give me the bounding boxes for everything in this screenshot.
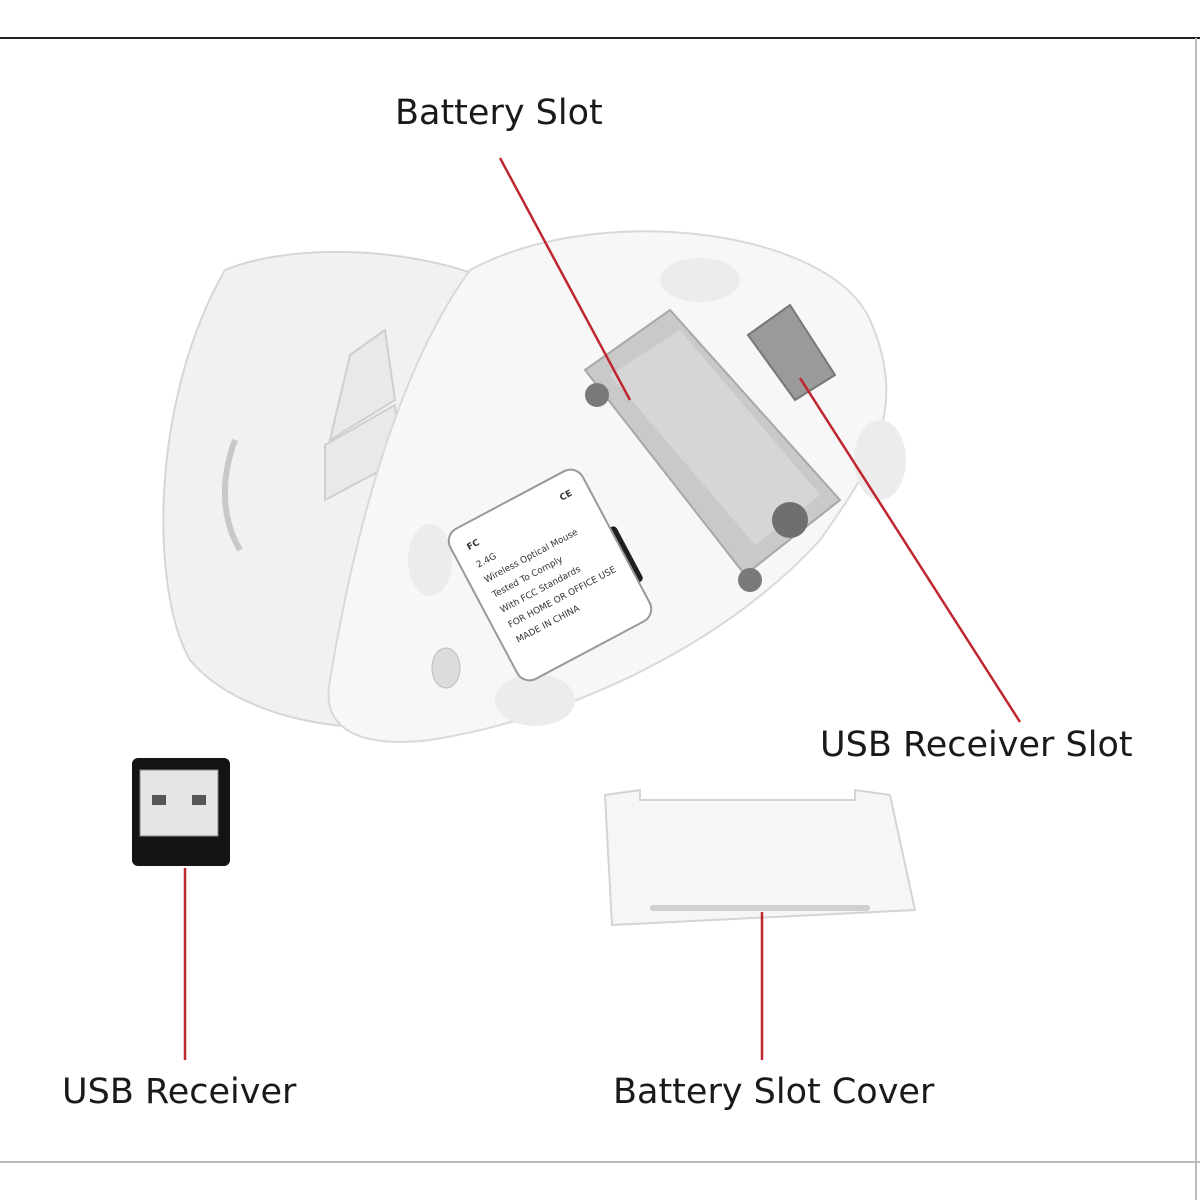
mouse-bottom-view: FC CE 2.4G Wireless Optical Mouse Tested…: [162, 230, 906, 743]
battery-spring-contact: [772, 502, 808, 538]
leader-battery-slot: [498, 157, 632, 401]
usb-receiver-illustration: [132, 758, 230, 866]
receiver-pin-left: [152, 795, 166, 805]
battery-contact-bottom: [738, 568, 762, 592]
battery-cover-illustration: [603, 788, 917, 927]
battery-contact-top: [585, 383, 609, 407]
battery-bay-inner: [610, 330, 820, 545]
callout-battery-slot: Battery Slot: [395, 93, 603, 133]
callout-battery-slot-cover: Battery Slot Cover: [613, 1072, 935, 1112]
receiver-pin-right: [192, 795, 206, 805]
foot-pad-bottom: [495, 674, 575, 726]
compliance-sticker: FC CE 2.4G Wireless Optical Mouse Tested…: [447, 468, 653, 682]
foot-pad-top: [660, 258, 740, 302]
power-switch: [431, 647, 461, 689]
leader-usb-slot: [798, 377, 1022, 723]
cover-groove: [650, 905, 870, 911]
usb-receiver-slot: [746, 303, 837, 402]
cover-plate: [603, 788, 917, 927]
foot-pad-left: [408, 524, 452, 596]
mouse-bottom-plate: [327, 230, 888, 743]
sticker-body: [447, 468, 653, 682]
thumb-groove: [221, 438, 243, 552]
foot-pad-right: [854, 420, 906, 500]
receiver-plug: [139, 769, 219, 837]
leader-lines: [183, 157, 1022, 1060]
callout-usb-receiver-slot: USB Receiver Slot: [820, 725, 1133, 765]
callout-usb-receiver: USB Receiver: [62, 1072, 297, 1112]
side-button-forward: [328, 328, 397, 443]
